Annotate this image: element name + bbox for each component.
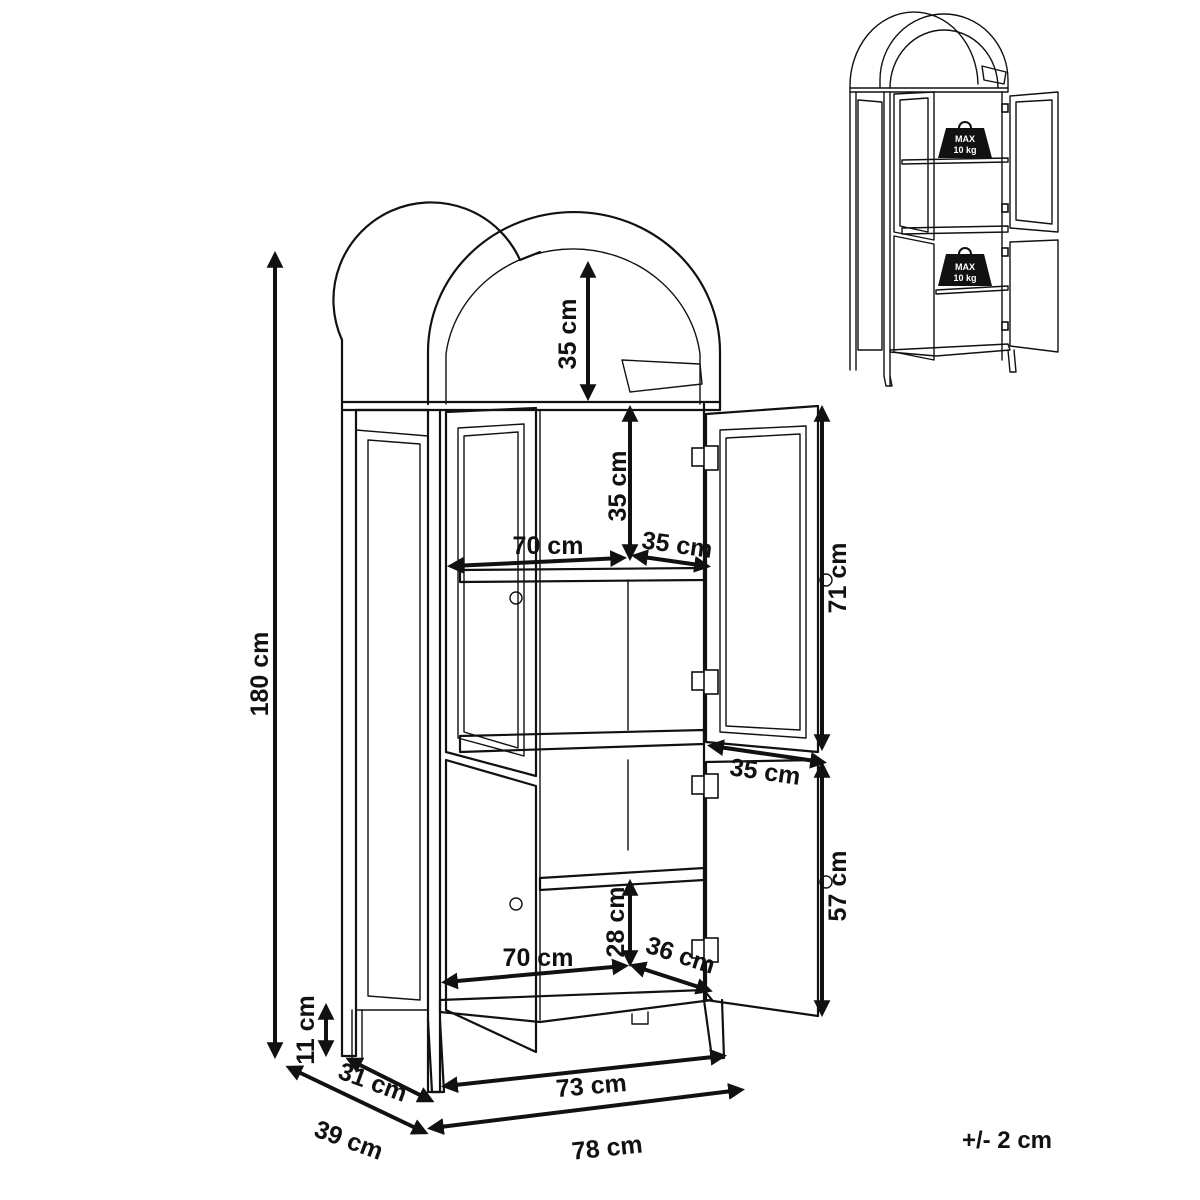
bottom-panel [438,988,714,1024]
label-lower-shelf-width: 70 cm [503,944,574,972]
cabinet-leg-left [426,1018,446,1094]
weight-limit-upper: MAX 10 kg [938,121,992,158]
weight-limit-lower: MAX 10 kg [938,247,992,286]
weight-limit-upper-line1: MAX [955,134,975,144]
tolerance-note: +/- 2 cm [962,1127,1052,1154]
cabinet-side-panel [340,408,358,1058]
inset-load-view [849,11,1059,387]
dimension-lines [266,250,831,1135]
label-outer-width: 78 cm [570,1130,643,1165]
label-upper-shelf-width: 70 cm [513,532,584,560]
label-lower-shelf-gap: 28 cm [602,887,630,958]
hinge-icon [691,445,719,963]
lower-right-door[interactable] [704,758,820,1018]
upper-left-door[interactable] [444,406,538,778]
door-knob[interactable] [509,591,523,605]
label-leg-height: 11 cm [292,995,320,1065]
weight-limit-lower-line1: MAX [955,262,975,272]
label-arch-height: 35 cm [554,299,582,370]
arch-lamp-plate [621,359,703,393]
label-height-total: 180 cm [246,632,274,717]
cabinet-leg-right [702,998,726,1060]
upper-shelf [458,566,706,584]
weight-limit-upper-line2: 10 kg [953,145,976,155]
weight-icon [938,247,992,286]
label-upper-door-height: 71 cm [824,543,852,614]
cabinet-arch-front [426,210,722,406]
upper-right-door[interactable] [704,404,820,754]
cabinet-main-view [332,201,833,1094]
weight-limit-lower-line2: 10 kg [953,273,976,283]
label-outer-depth: 39 cm [311,1115,387,1166]
lower-left-door[interactable] [444,758,538,1054]
cabinet-arch-back [332,201,542,404]
label-upper-shelf-gap: 35 cm [604,451,632,522]
door-knob[interactable] [509,897,523,911]
label-lower-door-height: 57 cm [824,851,852,922]
label-inner-width: 73 cm [555,1069,628,1103]
label-inner-depth: 31 cm [335,1057,411,1108]
weight-icon [938,121,992,158]
